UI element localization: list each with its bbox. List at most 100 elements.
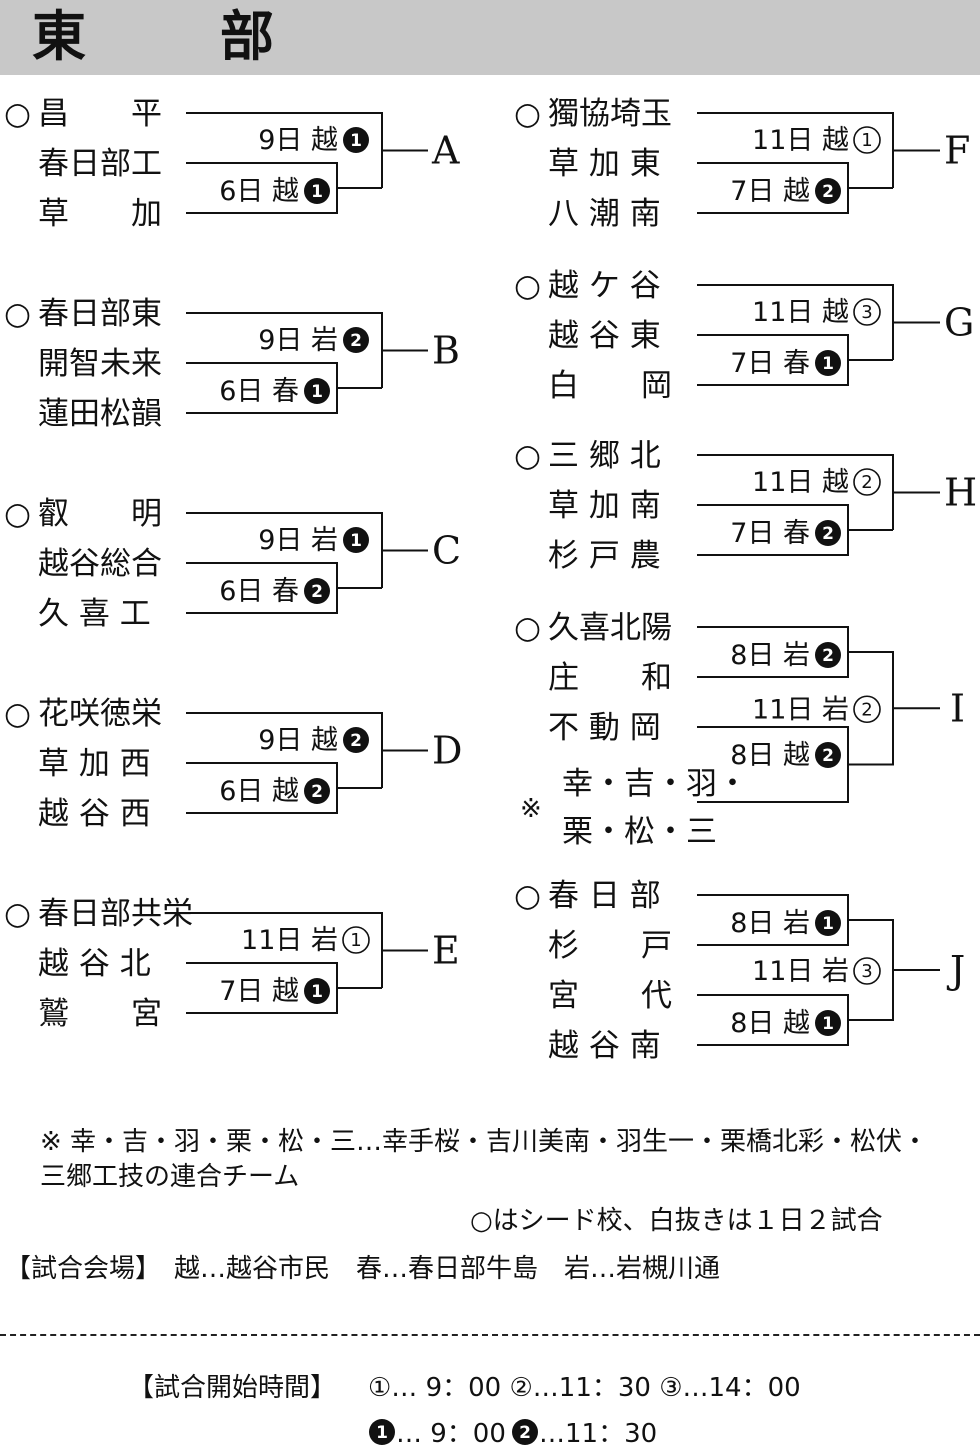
match-number: 1 [311,182,323,202]
open-circle-icon [853,468,881,496]
group-label: B [432,329,460,373]
match-number: 1 [311,382,323,402]
filled-circle-icon [343,727,369,753]
team-name: 越 谷 東 [548,318,661,354]
group-label: G [944,301,974,345]
match-date-venue: 8日 越 [730,740,810,771]
team-name: 不 動 岡 [548,710,661,746]
match-number: 2 [350,731,362,751]
team-name: 昌 平 [38,96,162,132]
match-date-venue: 9日 岩 [258,325,338,356]
team-name: 久喜北陽 [548,610,672,646]
group-label: F [944,129,970,173]
match-date-venue: 7日 越 [219,976,299,1007]
header-bar [0,0,980,75]
group-label: E [432,929,460,973]
filled-circle-icon [304,178,330,204]
filled-circle-icon [815,1010,841,1036]
joint-team-note-line1: ※ 幸・吉・羽・栗・松・三…幸手桜・吉川美南・羽生一・栗橋北彩・松伏・ [40,1127,929,1157]
match-number: 1 [861,130,872,151]
filled-circle-icon [815,910,841,936]
match-number: 2 [822,524,834,544]
team-name: 杉 戸 農 [548,538,661,574]
match-date-venue: 8日 越 [730,1008,810,1039]
match-number: 2 [350,331,362,351]
start-time-label: 【試合開始時間】 [128,1373,337,1403]
filled-circle-icon [304,778,330,804]
team-name: 越 ケ 谷 [548,268,661,304]
team-name: 蓮田松韻 [38,396,162,432]
seed-mark: ○ [514,878,541,914]
match-number: 1 [350,930,361,951]
match-number: 2 [861,472,872,493]
filled-circle-one-icon: 1 [369,1418,395,1445]
filled-circle-icon [343,127,369,153]
filled-circle-icon [304,978,330,1004]
venue-legend: 【試合会場】 越…越谷市民 春…春日部牛島 岩…岩槻川通 [5,1254,721,1284]
filled-circle-icon [304,378,330,404]
open-circle-icon [853,298,881,326]
match-number: 2 [861,699,872,720]
match-date-venue: 7日 越 [730,176,810,207]
start-time-filled2: …11：30 [539,1419,658,1449]
filled-circle-icon [815,178,841,204]
team-name: 三 郷 北 [548,438,661,474]
start-time-line2: 1… 9：00 2…11：30 [368,1413,658,1449]
group-label: I [950,686,965,730]
open-circle-icon [853,695,881,724]
filled-circle-icon [815,742,841,768]
team-name: 宮 代 [548,978,672,1014]
team-name: 幸・吉・羽・ [562,766,748,802]
filled-circle-icon [343,527,369,553]
svg-text:1: 1 [376,1423,388,1443]
match-date-venue: 11日 岩 [752,956,849,987]
seed-mark: ○ [4,296,31,332]
match-date-venue: 11日 越 [752,125,849,156]
note-mark: ※ [520,794,542,824]
team-name: 花咲徳栄 [38,696,162,732]
filled-circle-icon [304,578,330,604]
match-date-venue: 7日 春 [730,518,810,549]
match-number: 2 [822,746,834,766]
match-number: 1 [822,354,834,374]
match-number: 2 [311,582,323,602]
group-label: H [944,471,977,515]
seed-legend: ○はシード校、白抜きは１日２試合 [470,1206,883,1236]
filled-circle-icon [343,327,369,353]
team-name: 庄 和 [548,660,672,696]
filled-circle-icon [815,350,841,376]
joint-team-note-line2: 三郷工技の連合チーム [40,1162,300,1192]
seed-mark: ○ [4,696,31,732]
filled-circle-icon [815,642,841,668]
team-name: 越谷総合 [38,546,162,582]
open-circle-icon [342,926,370,954]
match-date-venue: 8日 岩 [730,640,810,671]
match-date-venue: 11日 岩 [241,925,338,956]
seed-mark: ○ [514,610,541,646]
seed-mark: ○ [4,896,31,932]
team-name: 越 谷 西 [38,796,151,832]
group-label: A [431,129,460,173]
page-title: 東 部 [32,5,314,68]
match-number: 3 [861,302,872,323]
match-date-venue: 7日 春 [730,348,810,379]
match-date-venue: 11日 越 [752,467,849,498]
team-name: 草 加 [38,196,162,232]
team-name: 草 加 西 [38,746,151,782]
match-date-venue: 11日 越 [752,297,849,328]
match-date-venue: 9日 岩 [258,525,338,556]
match-date-venue: 6日 越 [219,776,299,807]
open-circle-icon [853,126,881,154]
team-name: 開智未来 [38,346,162,382]
team-name: 白 岡 [548,368,672,404]
filled-circle-two-icon: 2 [512,1418,538,1445]
group-label: C [432,529,461,573]
match-number: 2 [311,782,323,802]
match-date-venue: 11日 岩 [752,694,849,725]
open-circle-icon [853,957,881,985]
filled-circle-icon [815,520,841,546]
match-date-venue: 6日 春 [219,376,299,407]
match-number: 1 [822,1014,834,1034]
match-number: 2 [822,646,834,666]
